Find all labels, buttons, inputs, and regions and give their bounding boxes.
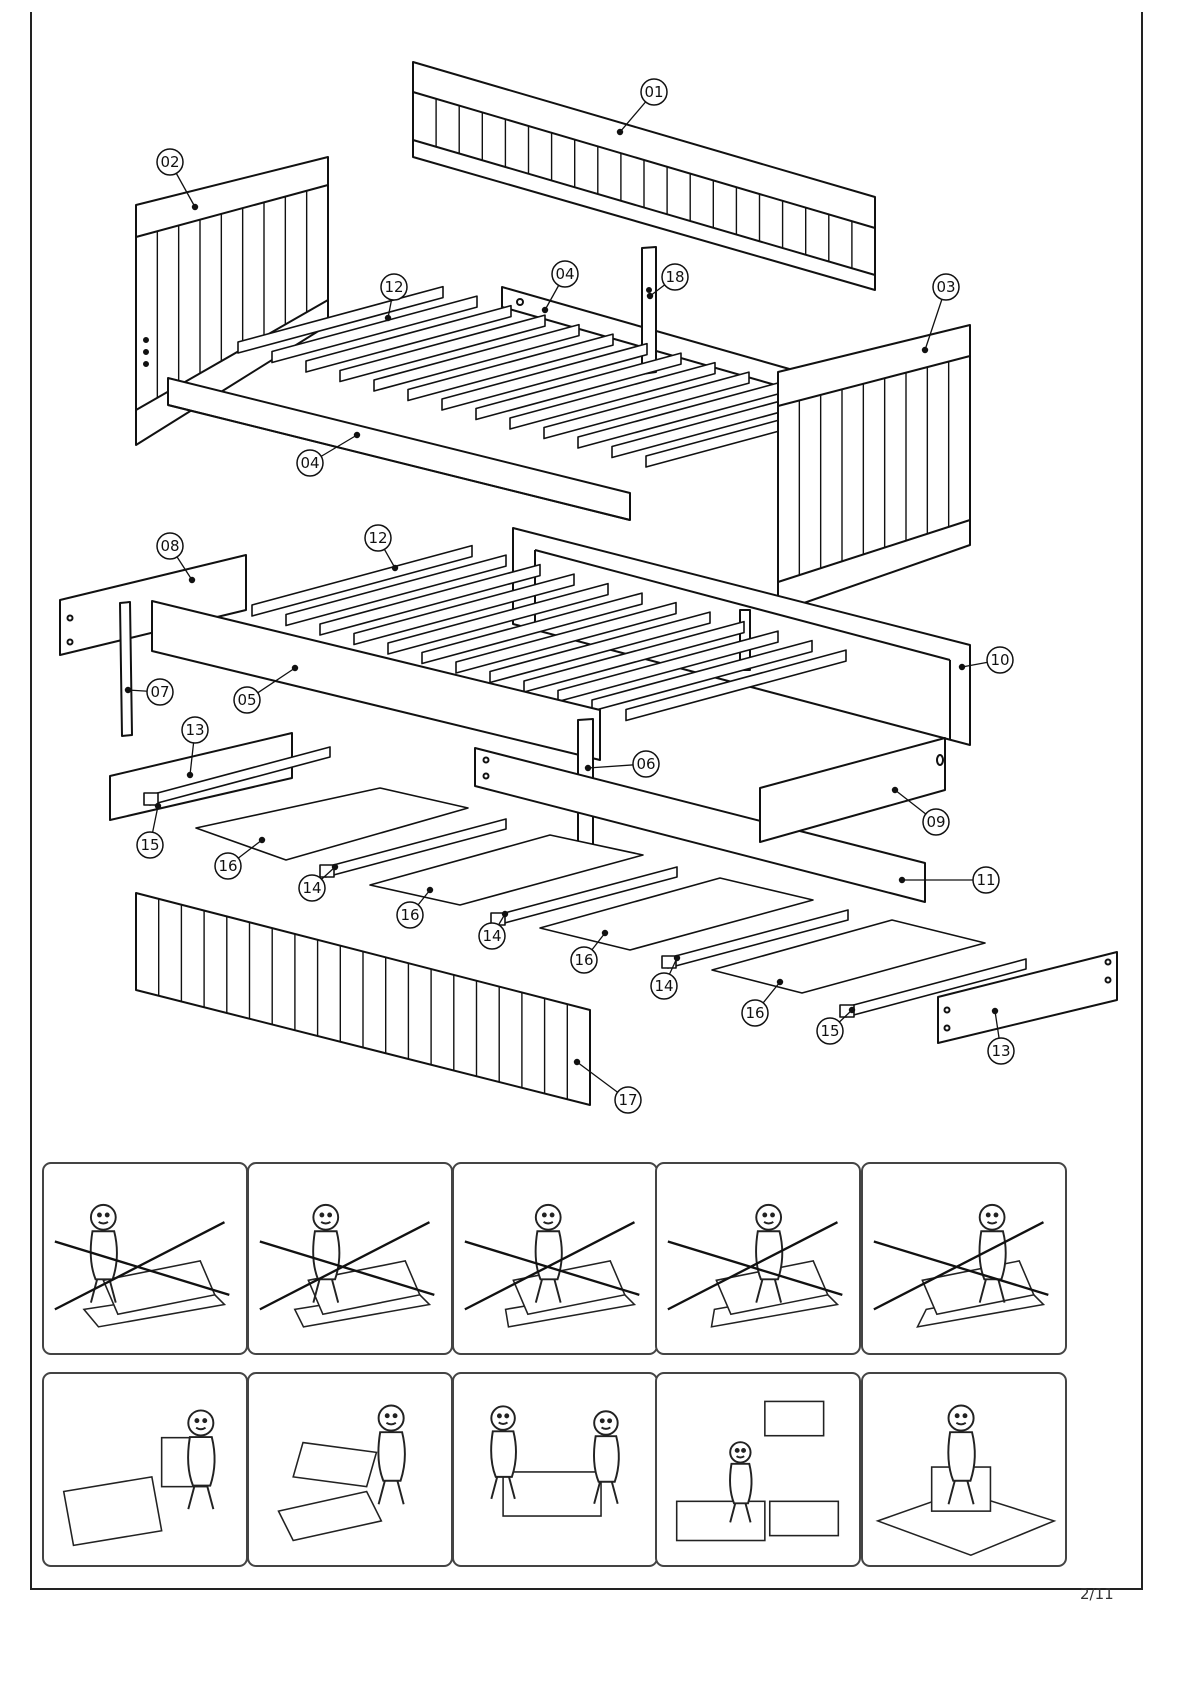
part-number: 18 [665,268,684,286]
part-label-12b: 12 [365,525,397,570]
part-03-right-end-panel [778,325,970,612]
part-number: 13 [185,721,204,739]
pictogram [657,1374,859,1565]
part-number: 05 [237,691,256,709]
exploded-parts-diagram: 01 02 03 04 04 05 06 07 08 09 10 11 12 12 13 13 14 14 14 15… [0,0,1190,1140]
guidance-panel-assemble-on-soft-surface [861,1372,1067,1567]
part-number: 16 [218,857,237,875]
part-number: 14 [482,927,501,945]
part-number: 09 [926,813,945,831]
part-label-07: 07 [126,679,173,705]
part-number: 15 [820,1022,839,1040]
part-number: 04 [555,265,574,283]
part-07-trundle-leg [120,602,132,736]
crossed-out-pictogram [249,1164,451,1353]
part-label-15b: 15 [817,1008,854,1044]
part-number: 14 [654,977,673,995]
guidance-panel-no-dropping-panels [452,1162,658,1355]
guidance-panel-no-lifting-alone [247,1162,453,1355]
part-number: 12 [368,529,387,547]
part-number: 01 [644,83,663,101]
part-17-drawer-front-panel [136,893,590,1105]
part-number: 07 [150,683,169,701]
part-number: 10 [990,651,1009,669]
part-09-drawer-end-panel [760,738,945,842]
pictogram [249,1374,451,1565]
part-number: 17 [618,1091,637,1109]
guidance-panel-stack-panels-carefully [247,1372,453,1567]
part-13-drawer-end-right [938,952,1117,1043]
guidance-panel-no-working-on-hard-floor [655,1162,861,1355]
part-number: 16 [574,951,593,969]
part-label-01: 01 [618,79,667,134]
part-number: 16 [745,1004,764,1022]
guidance-panel-no-assembling-on-rough-floor [861,1162,1067,1355]
part-04-front-rail [168,378,630,520]
part-number: 03 [936,278,955,296]
frame-bottom-line [30,1588,1143,1590]
part-number: 15 [140,836,159,854]
pictogram [454,1374,656,1565]
guidance-panel-no-unpacking-carelessly [42,1162,248,1355]
part-number: 13 [991,1042,1010,1060]
part-number: 02 [160,153,179,171]
crossed-out-pictogram [454,1164,656,1353]
page-number: 2/11 [1080,1585,1114,1603]
crossed-out-pictogram [44,1164,246,1353]
part-number: 16 [400,906,419,924]
part-label-14a: 14 [299,865,337,901]
part-number: 11 [976,871,995,889]
guidance-panel-sort-hardware-check-plan [655,1372,861,1567]
crossed-out-pictogram [657,1164,859,1353]
guidance-panel-carry-with-two-people [452,1372,658,1567]
pictogram [863,1374,1065,1565]
part-13-drawer-end-left [110,733,292,820]
crossed-out-pictogram [863,1164,1065,1353]
guidance-panel-read-instructions [42,1372,248,1567]
pictogram [44,1374,246,1565]
part-number: 08 [160,537,179,555]
part-number: 04 [300,454,319,472]
part-number: 06 [636,755,655,773]
part-number: 12 [384,278,403,296]
part-label-16d: 16 [742,980,782,1026]
part-number: 14 [302,879,321,897]
